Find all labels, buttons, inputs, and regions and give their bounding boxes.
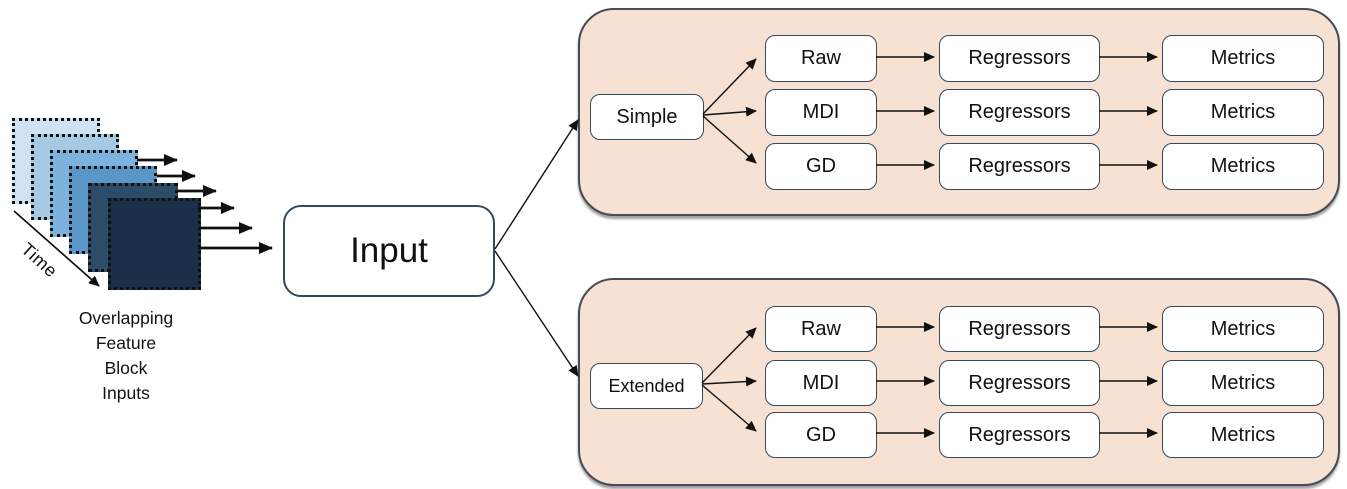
- metrics-node: Metrics: [1162, 89, 1324, 136]
- input-branch-arrows: [494, 119, 579, 377]
- metrics-node: Metrics: [1162, 412, 1324, 458]
- extended-pipeline-panel: Extended Raw MDI GD Regressors Regressor…: [578, 278, 1340, 486]
- source-node-gd: GD: [765, 143, 877, 190]
- metrics-node: Metrics: [1162, 35, 1324, 82]
- caption-line-2: Feature: [95, 333, 157, 353]
- regressors-node: Regressors: [939, 143, 1100, 190]
- caption-line-3: Block: [104, 358, 148, 378]
- source-node-gd: GD: [765, 412, 877, 458]
- regressors-node: Regressors: [939, 306, 1100, 352]
- metrics-node: Metrics: [1162, 360, 1324, 406]
- regressors-node: Regressors: [939, 360, 1100, 406]
- source-node-mdi: MDI: [765, 360, 877, 406]
- metrics-node: Metrics: [1162, 306, 1324, 352]
- source-node-raw: Raw: [765, 35, 877, 82]
- feature-block-square-6: [108, 198, 201, 290]
- stack-caption: Overlapping Feature Block Inputs: [46, 306, 206, 406]
- branch-node-extended: Extended: [590, 363, 703, 409]
- source-node-mdi: MDI: [765, 89, 877, 136]
- source-node-raw: Raw: [765, 306, 877, 352]
- simple-pipeline-panel: Simple Raw MDI GD Regressors Regressors …: [578, 8, 1340, 216]
- regressors-node: Regressors: [939, 35, 1100, 82]
- caption-line-4: Inputs: [102, 383, 150, 403]
- metrics-node: Metrics: [1162, 143, 1324, 190]
- regressors-node: Regressors: [939, 412, 1100, 458]
- caption-line-1: Overlapping: [78, 308, 174, 328]
- input-node: Input: [283, 205, 495, 297]
- branch-node-simple: Simple: [590, 94, 704, 140]
- time-axis-label: Time: [17, 238, 62, 282]
- regressors-node: Regressors: [939, 89, 1100, 136]
